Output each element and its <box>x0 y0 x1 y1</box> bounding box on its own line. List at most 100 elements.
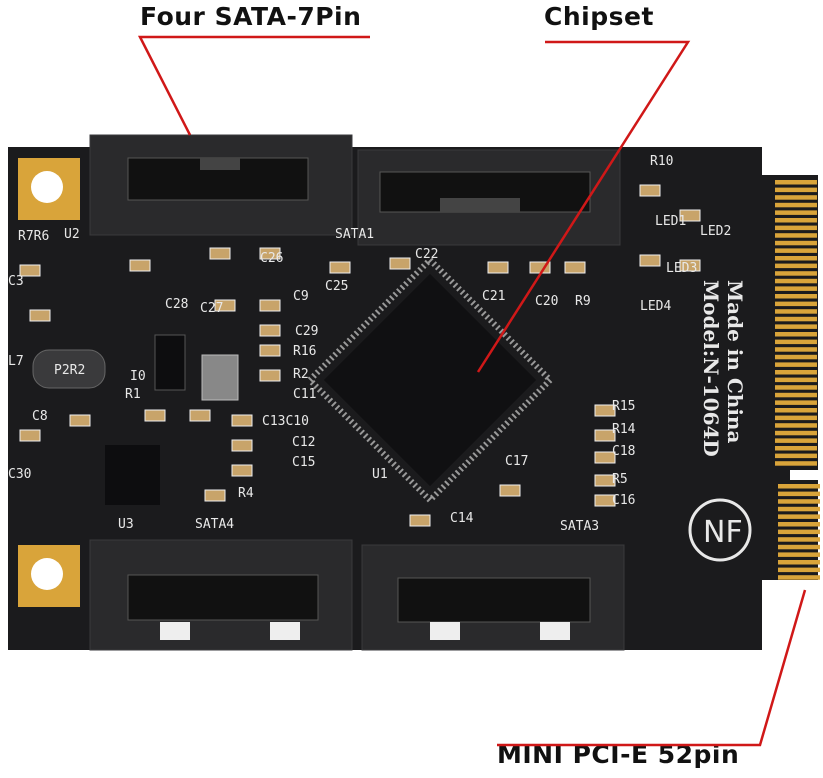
silkscreen-label: C21 <box>482 289 505 304</box>
silkscreen-label: I0 <box>130 369 146 384</box>
silkscreen-label: U1 <box>372 467 388 482</box>
mounting-hole-bottom <box>18 545 80 607</box>
silkscreen-label: LED4 <box>640 299 671 314</box>
smd-component <box>594 404 616 417</box>
silkscreen-label: R7R6 <box>18 229 49 244</box>
mounting-hole-top <box>18 158 80 220</box>
gold-finger <box>778 567 820 573</box>
callout-sata: Four SATA-7Pin <box>140 2 362 31</box>
gold-finger <box>775 271 817 276</box>
regulator <box>154 334 186 391</box>
silkscreen-label: C12 <box>292 435 315 450</box>
gold-finger <box>775 415 817 421</box>
smd-component <box>209 247 231 260</box>
silkscreen-label: R15 <box>612 399 635 414</box>
smd-component <box>259 344 281 357</box>
smd-component <box>259 299 281 312</box>
gold-finger <box>775 430 817 436</box>
gold-finger <box>775 309 817 314</box>
gold-finger <box>778 514 820 519</box>
sata-connector-3 <box>361 544 625 651</box>
silkscreen-label: SATA3 <box>560 519 599 534</box>
smd-component <box>259 324 281 337</box>
silkscreen-label: C8 <box>32 409 48 424</box>
smd-component <box>231 414 253 427</box>
smd-component <box>259 247 281 260</box>
gold-finger <box>775 195 817 200</box>
silkscreen-label: C30 <box>8 467 31 482</box>
board-made-in: Made in China <box>723 280 747 443</box>
smd-component <box>19 429 41 442</box>
smd-component <box>639 184 661 197</box>
silkscreen-label: C14 <box>450 511 474 526</box>
silkscreen-label: C13C10 <box>262 414 309 429</box>
silkscreen-label: C3 <box>8 274 24 289</box>
gold-finger <box>778 560 820 565</box>
smd-component <box>594 494 616 507</box>
smd-component <box>594 474 616 487</box>
gold-finger <box>775 408 817 413</box>
gold-finger <box>775 339 817 345</box>
silkscreen-label: C27 <box>200 301 223 316</box>
gold-finger <box>778 552 820 557</box>
silkscreen-label: C9 <box>293 289 309 304</box>
silkscreen-label: R2 <box>293 367 309 382</box>
gold-finger <box>775 248 817 253</box>
silkscreen-label: C11 <box>293 387 316 402</box>
silkscreen-label: R9 <box>575 294 591 309</box>
silkscreen-label: SATA4 <box>195 517 234 532</box>
silkscreen-label: R4 <box>238 486 254 501</box>
callout-lines <box>137 35 807 747</box>
gold-finger <box>778 499 820 504</box>
gold-finger <box>775 225 817 231</box>
silkscreen-label: R14 <box>612 422 636 437</box>
gold-finger <box>775 210 817 215</box>
gold-finger <box>775 240 817 246</box>
smd-component <box>409 514 431 527</box>
gold-finger <box>775 324 817 329</box>
silkscreen-label: LED1 <box>655 214 686 229</box>
gold-finger <box>775 446 817 451</box>
smd-component <box>679 259 701 272</box>
gold-finger <box>775 377 817 383</box>
silkscreen-label: U3 <box>118 517 134 532</box>
smd-component <box>19 264 41 277</box>
gold-finger <box>775 187 817 193</box>
silkscreen-label: R1 <box>125 387 141 402</box>
smd-component <box>487 261 509 274</box>
smd-component <box>189 409 211 422</box>
silkscreen-label: R5 <box>612 472 628 487</box>
silkscreen-label: C17 <box>505 454 528 469</box>
gold-finger <box>775 180 817 185</box>
nf-logo-text: NF <box>703 515 743 550</box>
inductor: P2R2 <box>32 349 106 389</box>
gold-finger <box>778 506 820 512</box>
gold-finger <box>775 301 817 307</box>
silkscreen-label: SATA1 <box>335 227 374 242</box>
smd-component <box>231 439 253 452</box>
gold-finger <box>775 385 817 390</box>
gold-finger <box>775 316 817 322</box>
ic-u3 <box>105 445 160 505</box>
gold-finger <box>775 202 817 208</box>
silkscreen-label: C28 <box>165 297 188 312</box>
silkscreen-label: C18 <box>612 444 635 459</box>
nf-logo: NF <box>688 498 752 562</box>
gold-finger <box>775 263 817 269</box>
silkscreen-label: C26 <box>260 251 283 266</box>
silkscreen-label: U2 <box>64 227 80 242</box>
gold-finger <box>775 218 817 223</box>
gold-finger <box>775 392 817 398</box>
silkscreen-label: LED2 <box>700 224 731 239</box>
silkscreen-label: C25 <box>325 279 348 294</box>
smd-component <box>639 254 661 267</box>
crystal <box>201 354 239 401</box>
smd-component <box>69 414 91 427</box>
gold-fingers <box>775 180 820 580</box>
smd-component <box>389 257 411 270</box>
smd-component <box>499 484 521 497</box>
gold-finger <box>775 347 817 352</box>
gold-finger <box>775 278 817 284</box>
gold-finger <box>775 354 817 360</box>
